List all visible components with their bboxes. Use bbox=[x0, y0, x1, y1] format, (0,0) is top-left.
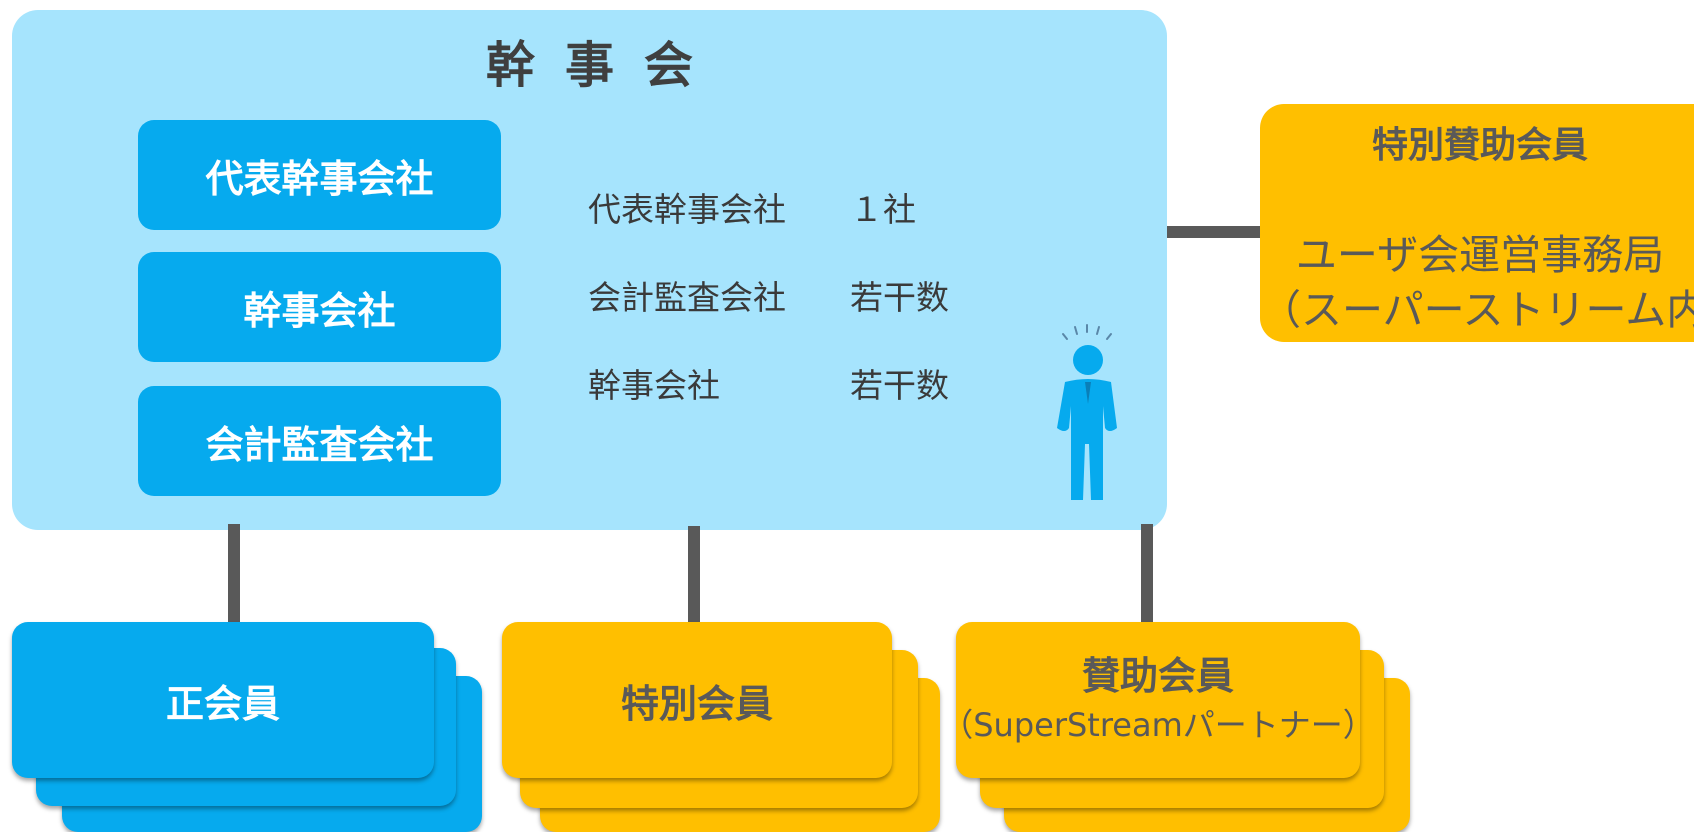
role-box-secretary: 幹事会社 bbox=[138, 252, 501, 362]
person-icon bbox=[1057, 324, 1117, 500]
quota-value: １社 bbox=[850, 190, 916, 229]
committee-title: 幹事会 bbox=[485, 37, 723, 94]
sponsor-member-card bbox=[956, 622, 1360, 778]
connector-regular bbox=[228, 524, 240, 624]
quota-label: 幹事会社 bbox=[588, 366, 720, 405]
connector-special bbox=[688, 526, 700, 626]
special-sponsor-line1: ユーザ会運営事務局 bbox=[1295, 231, 1665, 279]
connector-sponsor bbox=[1141, 524, 1153, 626]
sponsor-member-sub: （SuperStreamパートナー） bbox=[941, 706, 1375, 744]
special-sponsor-line2: （スーパーストリーム内） bbox=[1260, 286, 1694, 334]
quota-label: 代表幹事会社 bbox=[588, 190, 786, 229]
quota-label: 会計監査会社 bbox=[588, 278, 786, 317]
sponsor-member-label: 賛助会員 bbox=[1081, 653, 1234, 698]
connector-special-sponsor bbox=[1167, 226, 1260, 238]
quota-value: 若干数 bbox=[850, 278, 949, 317]
regular-member-card: 正会員 bbox=[12, 622, 434, 778]
special-sponsor-title: 特別賛助会員 bbox=[1371, 125, 1588, 166]
quota-value: 若干数 bbox=[850, 366, 949, 405]
role-box-auditor: 会計監査会社 bbox=[138, 386, 501, 496]
special-member-card: 特別会員 bbox=[502, 622, 892, 778]
special-sponsor-box bbox=[1260, 104, 1694, 342]
role-box-representative: 代表幹事会社 bbox=[138, 120, 501, 230]
